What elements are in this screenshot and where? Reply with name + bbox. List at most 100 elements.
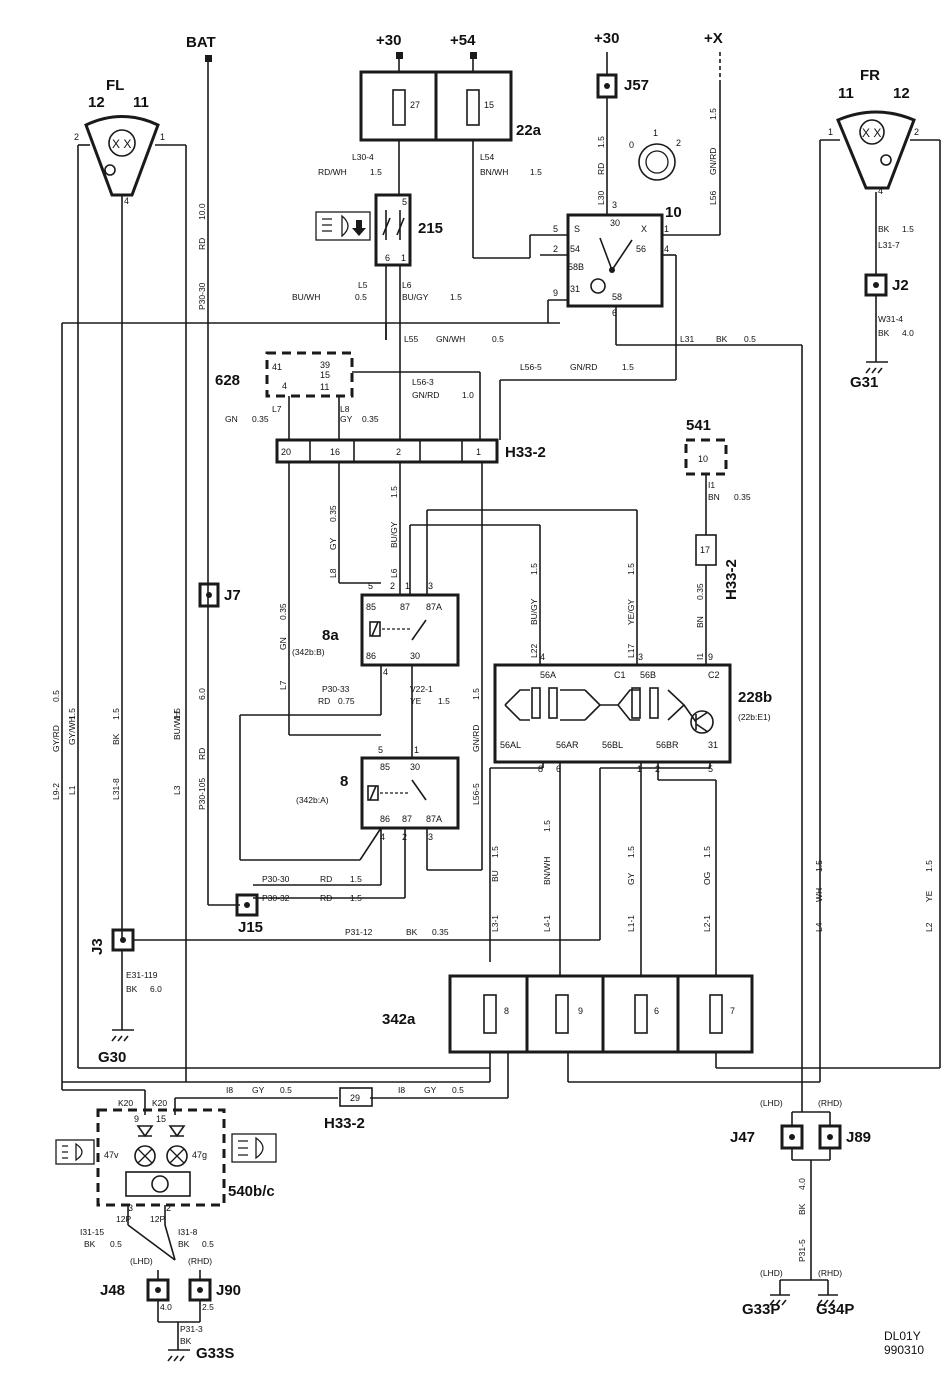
svg-text:(342b:B): (342b:B) bbox=[292, 647, 325, 657]
connector-h33-2-vertical: 17 H33-2 bbox=[695, 534, 740, 600]
fuse-6-icon bbox=[634, 994, 648, 1034]
svg-text:GY: GY bbox=[252, 1085, 265, 1095]
svg-text:1.5: 1.5 bbox=[902, 224, 914, 234]
svg-text:5: 5 bbox=[368, 581, 373, 591]
svg-text:4: 4 bbox=[878, 186, 883, 196]
svg-text:GY: GY bbox=[328, 537, 338, 550]
svg-text:7: 7 bbox=[730, 1006, 735, 1016]
fog-bulb-47g-icon bbox=[166, 1145, 188, 1167]
svg-text:BU/GY: BU/GY bbox=[389, 521, 399, 548]
label-215: 215 bbox=[418, 220, 443, 237]
resistor-56a-icon bbox=[531, 687, 541, 719]
svg-text:BN/WH: BN/WH bbox=[542, 857, 552, 885]
svg-text:1: 1 bbox=[637, 764, 642, 774]
svg-text:L56-5: L56-5 bbox=[471, 783, 481, 805]
svg-text:54: 54 bbox=[570, 244, 580, 254]
svg-text:85: 85 bbox=[366, 602, 376, 612]
svg-text:BK: BK bbox=[178, 1239, 190, 1249]
svg-text:J48: J48 bbox=[100, 1282, 125, 1299]
svg-text:5: 5 bbox=[553, 224, 558, 234]
svg-text:3: 3 bbox=[638, 652, 643, 662]
svg-text:L6: L6 bbox=[402, 280, 412, 290]
diagram-date: 990310 bbox=[884, 1343, 924, 1357]
svg-text:0.5: 0.5 bbox=[51, 690, 61, 702]
svg-text:541: 541 bbox=[686, 417, 711, 434]
svg-text:P31-3: P31-3 bbox=[180, 1324, 203, 1334]
module-228b: 228b (22b:E1) 56A C1 56B C2 56AL 56AR 56… bbox=[493, 652, 772, 774]
svg-text:I1: I1 bbox=[695, 653, 705, 660]
svg-text:(22b:E1): (22b:E1) bbox=[738, 712, 771, 722]
svg-text:RD/WH: RD/WH bbox=[318, 167, 347, 177]
svg-text:31: 31 bbox=[570, 284, 580, 294]
svg-text:8: 8 bbox=[504, 1006, 509, 1016]
svg-text:8: 8 bbox=[538, 764, 543, 774]
svg-text:0.35: 0.35 bbox=[362, 414, 379, 424]
svg-text:GY/WH: GY/WH bbox=[67, 716, 77, 745]
svg-text:39: 39 bbox=[320, 360, 330, 370]
svg-text:5: 5 bbox=[378, 745, 383, 755]
svg-text:6.0: 6.0 bbox=[150, 984, 162, 994]
svg-text:(RHD): (RHD) bbox=[818, 1098, 842, 1108]
svg-text:1.5: 1.5 bbox=[529, 563, 539, 575]
terminal-plus54 bbox=[470, 52, 477, 59]
rotary-knob-icon bbox=[638, 143, 676, 181]
svg-text:L3: L3 bbox=[172, 785, 182, 795]
fuse-27-label: 27 bbox=[410, 100, 420, 110]
svg-text:1.5: 1.5 bbox=[350, 874, 362, 884]
front-fog-icon bbox=[55, 1139, 95, 1165]
svg-text:X: X bbox=[641, 224, 647, 234]
svg-text:1: 1 bbox=[828, 127, 833, 137]
headlamp-fr: FR 11 12 X X 1 2 4 bbox=[828, 67, 919, 196]
svg-text:87A: 87A bbox=[426, 814, 442, 824]
svg-text:L31-8: L31-8 bbox=[111, 778, 121, 800]
relay-8a-coil-icon bbox=[369, 621, 381, 637]
svg-text:3: 3 bbox=[128, 1203, 133, 1213]
label-fl-11: 11 bbox=[133, 94, 149, 111]
svg-text:1.0: 1.0 bbox=[462, 390, 474, 400]
svg-text:1.5: 1.5 bbox=[708, 108, 718, 120]
label-plus30-a: +30 bbox=[376, 32, 401, 49]
svg-text:L2-1: L2-1 bbox=[702, 915, 712, 932]
label-fr: FR bbox=[860, 67, 880, 84]
svg-text:BK: BK bbox=[797, 1203, 807, 1215]
svg-text:9: 9 bbox=[553, 288, 558, 298]
svg-text:L4-1: L4-1 bbox=[542, 915, 552, 932]
svg-text:9: 9 bbox=[578, 1006, 583, 1016]
svg-text:4.0: 4.0 bbox=[160, 1302, 172, 1312]
svg-text:0.35: 0.35 bbox=[252, 414, 269, 424]
svg-text:1: 1 bbox=[160, 132, 165, 142]
label-10: 10 bbox=[665, 204, 682, 221]
connectors-j48-j90: (LHD) (RHD) J48 J90 4.0 2.5 P31-3 BK bbox=[100, 1256, 241, 1346]
svg-text:RD: RD bbox=[320, 874, 332, 884]
svg-text:12P: 12P bbox=[116, 1214, 131, 1224]
svg-text:GY: GY bbox=[626, 872, 636, 885]
svg-text:P30-30: P30-30 bbox=[262, 874, 290, 884]
svg-text:GN: GN bbox=[225, 414, 238, 424]
svg-text:31: 31 bbox=[708, 740, 718, 750]
svg-text:4.0: 4.0 bbox=[797, 1178, 807, 1190]
svg-text:GN/RD: GN/RD bbox=[412, 390, 439, 400]
supply-terminals: BAT +30 +54 +30 +X bbox=[186, 30, 723, 62]
module-540bc: K20 K20 9 15 47v 47g 3 2 12P 12P 540b/c … bbox=[55, 1098, 277, 1249]
label-8a: 8a bbox=[322, 627, 339, 644]
headlamp-fl: FL 12 11 X X 2 1 4 bbox=[74, 77, 165, 206]
svg-text:0.5: 0.5 bbox=[744, 334, 756, 344]
svg-text:1.5: 1.5 bbox=[702, 846, 712, 858]
svg-text:(LHD): (LHD) bbox=[760, 1268, 783, 1278]
svg-text:J89: J89 bbox=[846, 1129, 871, 1146]
svg-text:56BR: 56BR bbox=[656, 740, 679, 750]
svg-text:BK: BK bbox=[111, 733, 121, 745]
svg-text:GN: GN bbox=[278, 637, 288, 650]
wire-labels-relays: P30-33 RD 0.75 V22-1 YE 1.5 P30-30 RD 1.… bbox=[262, 684, 450, 937]
label-plus-x: +X bbox=[704, 30, 723, 47]
svg-text:BK: BK bbox=[878, 224, 890, 234]
svg-text:BN/WH: BN/WH bbox=[480, 167, 508, 177]
svg-text:41: 41 bbox=[272, 362, 282, 372]
svg-text:L4: L4 bbox=[814, 922, 824, 932]
svg-text:(LHD): (LHD) bbox=[760, 1098, 783, 1108]
resistor-56ar-icon bbox=[548, 687, 558, 719]
label-228b: 228b bbox=[738, 689, 772, 706]
fl-bulb-icon bbox=[108, 129, 136, 157]
svg-text:1.5: 1.5 bbox=[596, 136, 606, 148]
svg-text:L31-7: L31-7 bbox=[878, 240, 900, 250]
